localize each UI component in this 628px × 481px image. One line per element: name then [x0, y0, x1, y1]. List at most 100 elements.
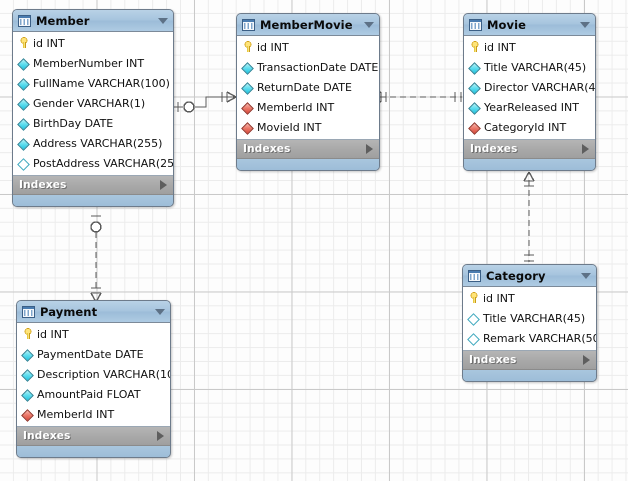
nullable-column-diamond-icon: [468, 312, 480, 324]
nullable-column-diamond-icon: [18, 157, 30, 169]
indexes-label: Indexes: [469, 354, 517, 366]
column-row[interactable]: id INT: [463, 288, 596, 308]
column-label: id INT: [33, 36, 65, 50]
table-header-membermovie[interactable]: MemberMovie: [237, 14, 379, 36]
indexes-section-movie[interactable]: Indexes: [464, 140, 595, 159]
column-label: FullName VARCHAR(100): [33, 76, 170, 90]
table-title: Movie: [487, 17, 527, 32]
column-diamond-icon: [22, 388, 34, 400]
column-list-membermovie: id INT TransactionDate DATE ReturnDate D…: [237, 36, 379, 140]
foreign-key-diamond-icon: [22, 408, 34, 420]
column-diamond-icon: [18, 137, 30, 149]
table-icon: [469, 18, 482, 31]
table-footer: [463, 370, 596, 381]
indexes-section-member[interactable]: Indexes: [13, 176, 173, 195]
column-row[interactable]: id INT: [17, 324, 170, 344]
table-member[interactable]: Member id INT MemberNumber INT FullName …: [12, 9, 174, 207]
column-row[interactable]: MovieId INT: [237, 117, 379, 137]
column-row[interactable]: PaymentDate DATE: [17, 344, 170, 364]
column-label: CategoryId INT: [484, 120, 567, 134]
column-row[interactable]: id INT: [464, 37, 595, 57]
table-category[interactable]: Category id INT Title VARCHAR(45) Remark…: [462, 264, 597, 382]
collapse-caret-icon[interactable]: [580, 21, 590, 28]
column-row[interactable]: Title VARCHAR(45): [464, 57, 595, 77]
column-label: id INT: [37, 327, 69, 341]
indexes-section-membermovie[interactable]: Indexes: [237, 140, 379, 159]
column-diamond-icon: [18, 77, 30, 89]
relationship-movie-category[interactable]: [523, 171, 535, 262]
column-label: TransactionDate DATE: [257, 60, 379, 74]
relationship-membermovie-movie[interactable]: [371, 91, 462, 103]
collapse-caret-icon[interactable]: [364, 21, 374, 28]
column-row[interactable]: Gender VARCHAR(1): [13, 93, 173, 113]
column-row[interactable]: Remark VARCHAR(500): [463, 328, 596, 348]
table-title: Category: [486, 268, 546, 283]
table-title: MemberMovie: [260, 17, 353, 32]
column-row[interactable]: id INT: [13, 33, 173, 53]
column-row[interactable]: MemberId INT: [237, 97, 379, 117]
column-label: id INT: [257, 40, 289, 54]
indexes-label: Indexes: [470, 143, 518, 155]
column-label: Title VARCHAR(45): [484, 60, 587, 74]
table-icon: [18, 14, 31, 27]
table-footer: [464, 159, 595, 170]
expand-arrow-icon[interactable]: [160, 180, 167, 190]
expand-arrow-icon[interactable]: [366, 144, 373, 154]
column-label: Description VARCHAR(100): [37, 367, 171, 381]
primary-key-icon: [22, 328, 34, 340]
table-header-category[interactable]: Category: [463, 265, 596, 287]
table-header-payment[interactable]: Payment: [17, 301, 170, 323]
collapse-caret-icon[interactable]: [581, 272, 591, 279]
table-icon: [242, 18, 255, 31]
column-row[interactable]: AmountPaid FLOAT: [17, 384, 170, 404]
column-label: id INT: [483, 291, 515, 305]
collapse-caret-icon[interactable]: [158, 17, 168, 24]
column-diamond-icon: [18, 57, 30, 69]
table-movie[interactable]: Movie id INT Title VARCHAR(45) Director …: [463, 13, 596, 171]
table-payment[interactable]: Payment id INT PaymentDate DATE Descript…: [16, 300, 171, 458]
indexes-label: Indexes: [23, 430, 71, 442]
indexes-section-payment[interactable]: Indexes: [17, 427, 170, 446]
column-row[interactable]: CategoryId INT: [464, 117, 595, 137]
column-row[interactable]: PostAddress VARCHAR(255): [13, 153, 173, 173]
column-row[interactable]: id INT: [237, 37, 379, 57]
column-row[interactable]: YearReleased INT: [464, 97, 595, 117]
expand-arrow-icon[interactable]: [582, 144, 589, 154]
column-diamond-icon: [18, 117, 30, 129]
column-label: MemberNumber INT: [33, 56, 145, 70]
column-row[interactable]: BirthDay DATE: [13, 113, 173, 133]
column-label: MemberId INT: [37, 407, 115, 421]
expand-arrow-icon[interactable]: [157, 431, 164, 441]
relationship-member-payment[interactable]: [90, 215, 102, 303]
foreign-key-diamond-icon: [469, 121, 481, 133]
column-row[interactable]: TransactionDate DATE: [237, 57, 379, 77]
table-title: Member: [36, 13, 90, 28]
column-row[interactable]: MemberId INT: [17, 404, 170, 424]
nullable-column-diamond-icon: [468, 332, 480, 344]
primary-key-icon: [468, 292, 480, 304]
column-row[interactable]: ReturnDate DATE: [237, 77, 379, 97]
primary-key-icon: [18, 37, 30, 49]
column-list-member: id INT MemberNumber INT FullName VARCHAR…: [13, 32, 173, 176]
column-row[interactable]: FullName VARCHAR(100): [13, 73, 173, 93]
relationship-member-membermovie[interactable]: [174, 91, 237, 113]
indexes-section-category[interactable]: Indexes: [463, 351, 596, 370]
column-row[interactable]: Description VARCHAR(100): [17, 364, 170, 384]
column-row[interactable]: Address VARCHAR(255): [13, 133, 173, 153]
expand-arrow-icon[interactable]: [583, 355, 590, 365]
column-label: Remark VARCHAR(500): [483, 331, 596, 345]
collapse-caret-icon[interactable]: [155, 308, 165, 315]
column-row[interactable]: Director VARCHAR(45): [464, 77, 595, 97]
column-row[interactable]: MemberNumber INT: [13, 53, 173, 73]
table-header-movie[interactable]: Movie: [464, 14, 595, 36]
table-header-member[interactable]: Member: [13, 10, 173, 32]
column-diamond-icon: [22, 348, 34, 360]
column-label: Title VARCHAR(45): [483, 311, 586, 325]
column-label: MovieId INT: [257, 120, 322, 134]
column-diamond-icon: [18, 97, 30, 109]
column-row[interactable]: Title VARCHAR(45): [463, 308, 596, 328]
table-title: Payment: [40, 304, 98, 319]
column-label: PaymentDate DATE: [37, 347, 144, 361]
table-membermovie[interactable]: MemberMovie id INT TransactionDate DATE …: [236, 13, 380, 171]
